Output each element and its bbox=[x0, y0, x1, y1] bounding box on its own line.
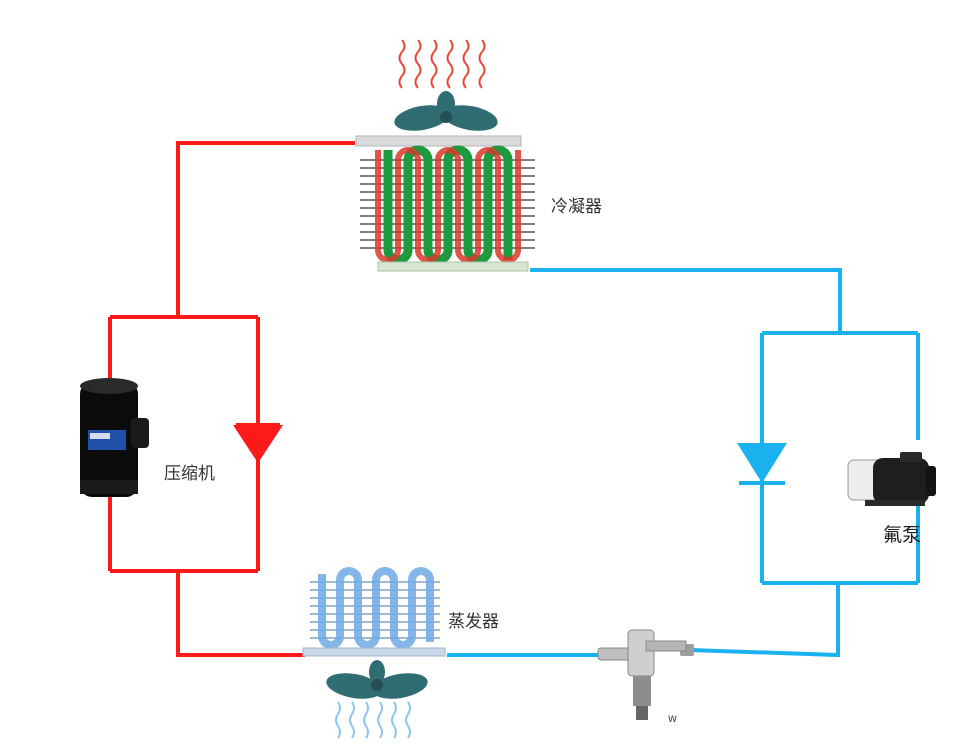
condenser-fan-icon bbox=[394, 91, 498, 131]
evaporator-cold-air-waves bbox=[335, 701, 411, 739]
evaporator-label: 蒸发器 bbox=[448, 612, 499, 632]
bypass-check-valve-icon bbox=[233, 423, 283, 463]
condenser-coil-icon bbox=[355, 135, 535, 272]
condenser-heat-waves bbox=[398, 39, 486, 89]
pump-check-valve-icon bbox=[737, 443, 787, 485]
valve-tag: W bbox=[668, 715, 677, 725]
compressor-label: 压缩机 bbox=[164, 464, 215, 484]
pump-label: 氟泵 bbox=[883, 524, 921, 546]
expansion-valve-icon bbox=[597, 629, 694, 720]
evaporator-coil-icon bbox=[302, 567, 446, 657]
scroll-compressor-icon bbox=[80, 378, 149, 497]
condenser-label: 冷凝器 bbox=[551, 197, 602, 217]
refrigerant-pump-icon bbox=[847, 452, 936, 506]
evaporator-fan-icon bbox=[326, 660, 428, 699]
cold-pipe-loop bbox=[447, 268, 920, 658]
